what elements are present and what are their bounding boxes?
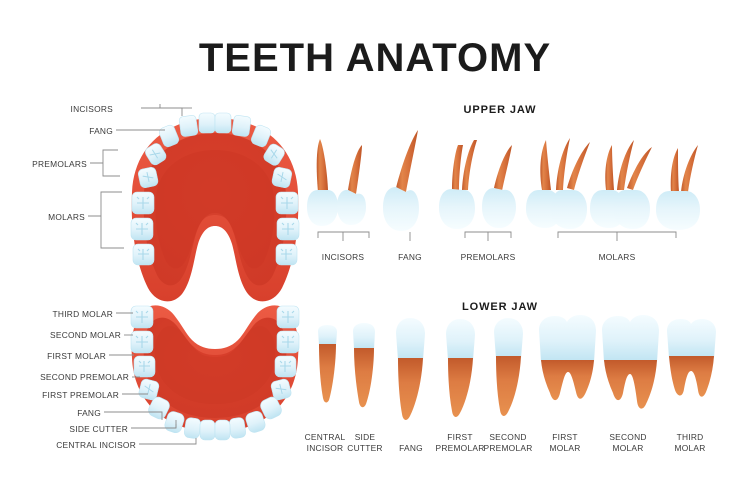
lower-jaw-heading: LOWER JAW	[462, 301, 538, 313]
upper-premolar-2	[482, 145, 516, 228]
label-line-2: PREMOLAR	[483, 442, 533, 453]
lower-arch-label-first-molar: FIRST MOLAR	[47, 351, 106, 361]
label-line-1: THIRD	[676, 432, 704, 442]
upper-arch-label-premolars: PREMOLARS	[32, 159, 87, 169]
lower-second-premolar	[494, 318, 523, 416]
upper-jaw-heading: UPPER JAW	[463, 104, 537, 116]
lower-tooth-label-first-molar: FIRST MOLAR	[535, 432, 595, 453]
lower-arch-label-third-molar: THIRD MOLAR	[52, 309, 113, 319]
lower-arch-label-fang: FANG	[77, 408, 101, 418]
upper-group-label-incisors: INCISORS	[321, 252, 365, 262]
lower-tooth-label-second-premolar: SECOND PREMOLAR	[476, 432, 540, 453]
lower-second-molar	[602, 315, 659, 409]
lower-arch-label-side-cutter: SIDE CUTTER	[69, 424, 128, 434]
page-title: TEETH ANATOMY	[198, 36, 552, 80]
lower-arch-label-second-molar: SECOND MOLAR	[50, 330, 121, 340]
lower-tooth-label-second-molar: SECOND MOLAR	[597, 432, 659, 453]
lower-first-premolar	[446, 319, 475, 417]
lower-jaw-tooth-row	[318, 315, 716, 420]
upper-palate-inner	[155, 150, 275, 269]
lower-tooth-label-side-cutter: SIDE CUTTER	[339, 432, 391, 453]
lower-arch-teeth	[130, 305, 300, 441]
label-line-2: MOLAR	[612, 442, 644, 453]
label-line-1: SECOND	[609, 432, 647, 442]
lower-arch-label-central-incisor: CENTRAL INCISOR	[56, 440, 136, 450]
upper-premolar-1	[439, 140, 477, 229]
upper-arch-leaders	[88, 104, 192, 249]
lower-first-molar	[539, 315, 596, 401]
lower-tooth-label-central-incisor: CENTRAL INCISOR	[296, 432, 354, 453]
upper-molar-1	[526, 138, 590, 229]
upper-group-label-fang: FANG	[398, 252, 422, 262]
lower-tooth-label-third-molar: THIRD MOLAR	[661, 432, 719, 453]
upper-canine	[383, 130, 419, 231]
upper-arch-label-molars: MOLARS	[48, 212, 85, 222]
upper-molar-2	[590, 140, 652, 229]
label-line-1: FIRST	[552, 432, 578, 442]
label-line-2: CUTTER	[347, 442, 383, 453]
lower-arch-label-second-premolar: SECOND PREMOLAR	[40, 372, 129, 382]
upper-group-label-molars: MOLARS	[598, 252, 636, 262]
upper-jaw-arch-diagram	[88, 104, 300, 302]
label-line-2: MOLAR	[549, 442, 581, 453]
label-line-2: INCISOR	[306, 442, 344, 453]
lower-tooth-label-fang: FANG	[385, 443, 437, 454]
lower-tongue-inner	[154, 326, 276, 404]
lower-arch-label-first-premolar: FIRST PREMOLAR	[42, 390, 119, 400]
lower-tooth-label-first-premolar: FIRST PREMOLAR	[428, 432, 492, 453]
lower-jaw-arch-diagram	[104, 305, 300, 445]
lower-canine	[396, 318, 425, 420]
upper-incisor-2	[337, 145, 366, 225]
label-line-1: FIRST	[447, 432, 473, 442]
lower-third-molar	[667, 319, 716, 397]
lower-central-incisor	[318, 325, 337, 403]
upper-arch-teeth	[130, 112, 300, 266]
upper-arch-label-incisors: INCISORS	[70, 104, 113, 114]
upper-group-label-premolars: PREMOLARS	[460, 252, 516, 262]
upper-jaw-tooth-row	[307, 130, 700, 241]
upper-incisor-1	[307, 139, 338, 226]
lower-arch-leaders	[104, 312, 197, 445]
label-line-2: PREMOLAR	[435, 442, 485, 453]
upper-arch-label-fang: FANG	[89, 126, 113, 136]
upper-jaw-group-brackets	[317, 231, 677, 241]
label-line-1: FANG	[399, 443, 423, 453]
label-line-1: SECOND	[489, 432, 527, 442]
lower-side-cutter	[353, 323, 375, 408]
label-line-1: CENTRAL	[304, 432, 346, 442]
upper-molar-3	[656, 145, 700, 230]
label-line-1: SIDE	[354, 432, 376, 442]
label-line-2: MOLAR	[674, 442, 706, 453]
